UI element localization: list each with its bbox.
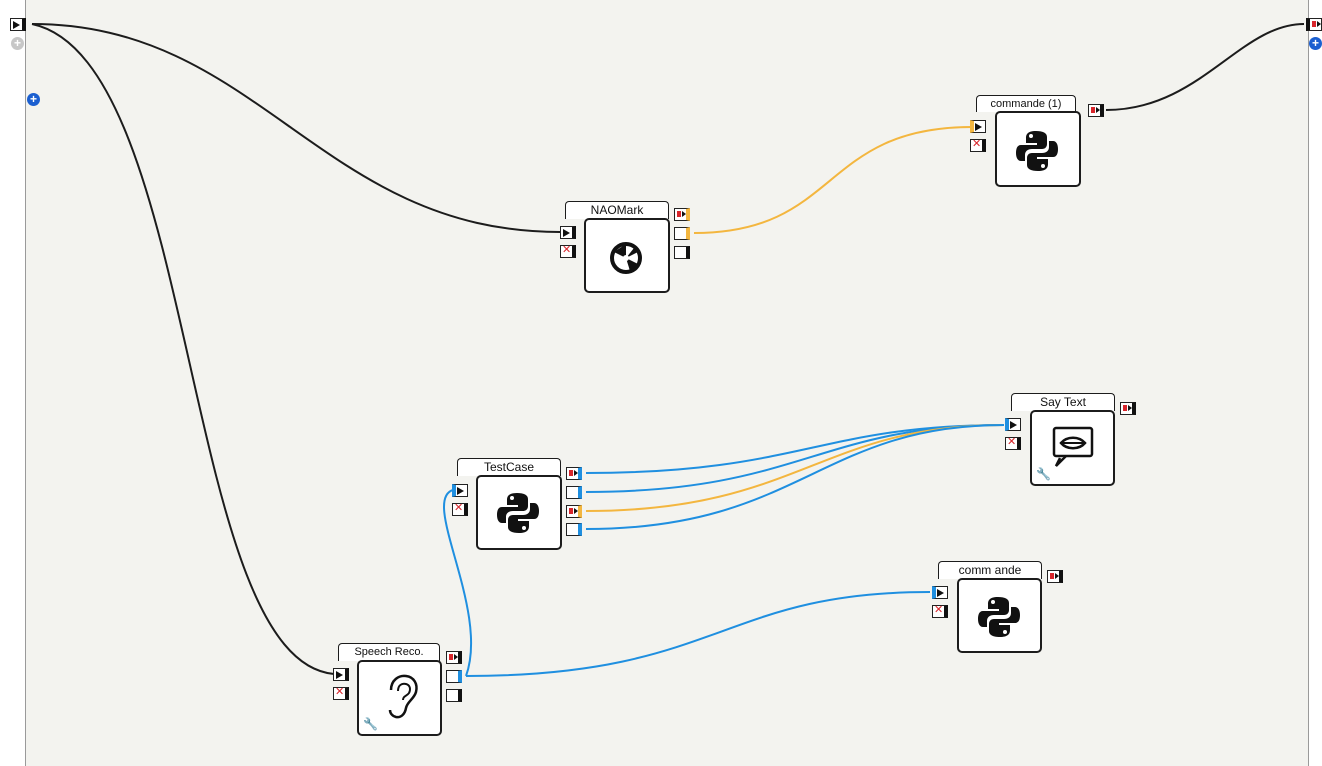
testcase-onstopped-port[interactable]: [566, 467, 582, 480]
commande1-title: commande (1): [976, 95, 1076, 112]
saytext-onstopped-port[interactable]: [1120, 402, 1136, 415]
naomark-icon: [610, 242, 642, 274]
play-icon: [13, 20, 20, 29]
saytext-title: Say Text: [1011, 393, 1115, 411]
python-icon: [1016, 131, 1058, 171]
commande1-onstop-port[interactable]: ✕: [970, 138, 986, 152]
stop-icon: [569, 470, 578, 476]
play-icon: [457, 486, 464, 495]
diagram-onstart-input[interactable]: [10, 18, 26, 31]
play-icon: [1010, 420, 1017, 429]
commande1-onstopped-port[interactable]: [1088, 104, 1104, 117]
commande-onstart-port[interactable]: [932, 586, 948, 599]
testcase-onstop-port[interactable]: ✕: [452, 502, 468, 516]
commande-onstopped-port[interactable]: [1047, 570, 1063, 583]
testcase-output-port-1[interactable]: [566, 486, 582, 499]
naomark-output-port[interactable]: [674, 227, 690, 240]
testcase-box[interactable]: [476, 475, 562, 550]
saytext-box[interactable]: 🔧: [1030, 410, 1115, 486]
python-icon: [978, 597, 1020, 637]
naomark-onstop-port[interactable]: ✕: [560, 244, 576, 258]
stop-icon: [677, 211, 686, 217]
stop-icon: [1123, 405, 1132, 411]
speechreco-output-port-2[interactable]: [446, 689, 462, 702]
commande-onstop-port[interactable]: ✕: [932, 604, 948, 618]
plus-circle-icon[interactable]: +: [1309, 37, 1322, 50]
speechreco-word-recognized-port[interactable]: [446, 670, 462, 683]
speechreco-title: Speech Reco.: [338, 643, 440, 661]
python-icon: [497, 493, 539, 533]
commande1-box[interactable]: [995, 111, 1081, 187]
naomark-output-port-2[interactable]: [674, 246, 690, 259]
testcase-output-port-3[interactable]: [566, 523, 582, 536]
testcase-output-port-2[interactable]: [566, 505, 582, 518]
speechreco-onstopped-port[interactable]: [446, 651, 462, 664]
play-icon: [336, 670, 343, 679]
wrench-icon[interactable]: 🔧: [1036, 467, 1051, 481]
testcase-onstart-port[interactable]: [452, 484, 468, 497]
close-icon: ✕: [934, 604, 944, 616]
commande-box[interactable]: [957, 578, 1042, 653]
naomark-box[interactable]: [584, 218, 670, 293]
close-icon: ✕: [562, 244, 572, 256]
ear-icon: [388, 674, 418, 719]
saytext-onstart-port[interactable]: [1005, 418, 1021, 431]
speechreco-onstart-port[interactable]: [333, 668, 349, 681]
diagram-onstopped-output[interactable]: [1306, 18, 1322, 31]
play-icon: [937, 588, 944, 597]
stop-icon: [1091, 107, 1100, 113]
commande1-onstart-port[interactable]: [970, 120, 986, 133]
plus-circle-icon[interactable]: +: [11, 37, 24, 50]
wrench-icon[interactable]: 🔧: [363, 717, 378, 731]
naomark-title: NAOMark: [565, 201, 669, 219]
stop-icon: [1050, 573, 1059, 579]
stop-icon: [449, 654, 458, 660]
stop-icon: [1312, 21, 1321, 27]
close-icon: ✕: [335, 686, 345, 698]
plus-circle-icon[interactable]: +: [27, 93, 40, 106]
naomark-onstopped-port[interactable]: [674, 208, 690, 221]
commande-title: comm ande: [938, 561, 1042, 579]
naomark-onstart-port[interactable]: [560, 226, 576, 239]
flow-diagram-canvas[interactable]: [25, 0, 1309, 766]
speechreco-box[interactable]: 🔧: [357, 660, 442, 736]
testcase-title: TestCase: [457, 458, 561, 476]
play-icon: [563, 228, 570, 237]
stop-icon: [569, 508, 578, 514]
saytext-onstop-port[interactable]: ✕: [1005, 436, 1021, 450]
close-icon: ✕: [1007, 436, 1017, 448]
close-icon: ✕: [454, 502, 464, 514]
close-icon: ✕: [972, 138, 982, 150]
speech-bubble-icon: [1052, 426, 1094, 467]
speechreco-onstop-port[interactable]: ✕: [333, 686, 349, 700]
play-icon: [975, 122, 982, 131]
